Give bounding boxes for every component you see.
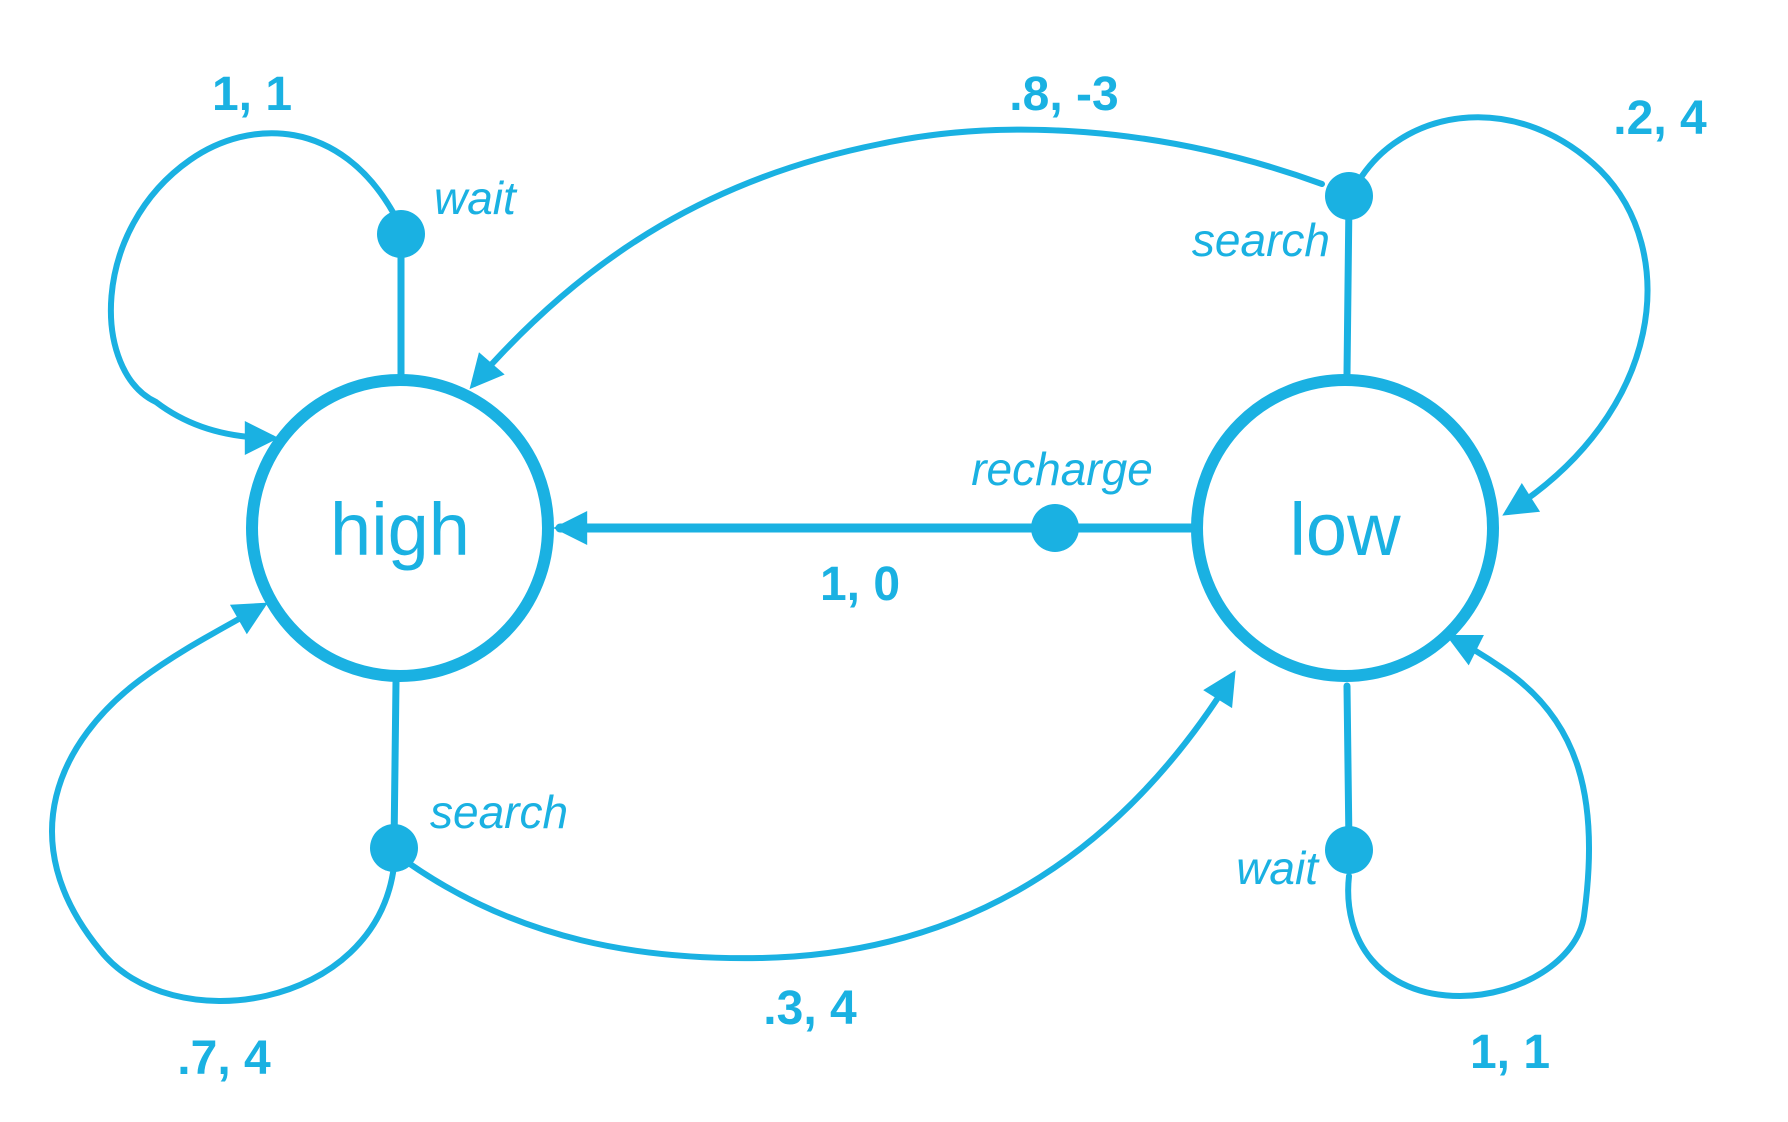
action-low-wait-node[interactable]: [1325, 826, 1373, 874]
action-high-wait-label: wait: [434, 172, 518, 224]
action-high-search-node[interactable]: [370, 824, 418, 872]
low-wait-self-loop-arrow: [1345, 634, 1593, 1000]
transition-high-search-to-low-label: .3, 4: [763, 982, 857, 1035]
state-low-label: low: [1289, 488, 1401, 571]
action-recharge-label: recharge: [971, 443, 1153, 495]
action-low-search-label: search: [1192, 214, 1330, 266]
action-high-wait-node[interactable]: [377, 210, 425, 258]
high-search-to-low-arrow: [407, 670, 1236, 962]
high-to-search-connector: [390, 678, 400, 850]
transition-high-search-self-label: .7, 4: [177, 1032, 271, 1085]
state-high-label: high: [330, 488, 470, 571]
transition-low-search-to-high-label: .8, -3: [1009, 68, 1118, 121]
transition-high-wait-self-label: 1, 1: [212, 68, 292, 121]
transition-low-search-self-label: .2, 4: [1613, 92, 1707, 145]
low-search-to-high-arrow: [469, 126, 1325, 390]
transition-low-wait-self-label: 1, 1: [1470, 1026, 1550, 1079]
state-low-node[interactable]: [1191, 374, 1499, 682]
low-to-wait-connector: [1343, 682, 1353, 850]
action-high-search-label: search: [430, 786, 568, 838]
state-high-node[interactable]: [246, 374, 554, 682]
high-wait-self-loop-arrow: [108, 130, 397, 455]
low-search-self-loop-arrow: [1359, 114, 1651, 516]
action-low-search-node[interactable]: [1325, 172, 1373, 220]
low-to-search-connector: [1343, 194, 1353, 378]
high-search-self-loop-arrow: [49, 602, 397, 1004]
action-recharge-node[interactable]: [1031, 504, 1079, 552]
action-low-wait-label: wait: [1236, 842, 1320, 894]
transition-low-recharge-to-high-label: 1, 0: [820, 558, 900, 611]
